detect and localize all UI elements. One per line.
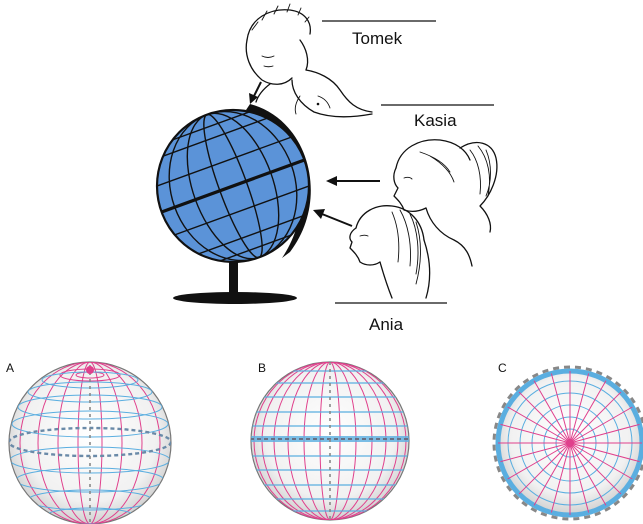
option-c-globe[interactable]: [494, 367, 643, 519]
desk-globe: [136, 89, 331, 304]
girl-kasia-drawing: [394, 140, 497, 266]
arrow-ania: [313, 209, 352, 226]
globe-sphere: [136, 89, 331, 284]
option-b-letter[interactable]: B: [258, 361, 266, 375]
option-a-letter[interactable]: A: [6, 361, 14, 375]
option-b-globe[interactable]: [250, 362, 410, 520]
girl-ania-drawing: [350, 206, 430, 298]
option-c-letter[interactable]: C: [498, 361, 507, 375]
arrow-kasia: [326, 176, 380, 186]
ania-label: Ania: [369, 315, 404, 334]
arrow-tomek: [249, 82, 261, 104]
option-a-globe[interactable]: [9, 362, 171, 524]
tomek-label: Tomek: [352, 29, 403, 48]
kasia-label: Kasia: [414, 111, 457, 130]
